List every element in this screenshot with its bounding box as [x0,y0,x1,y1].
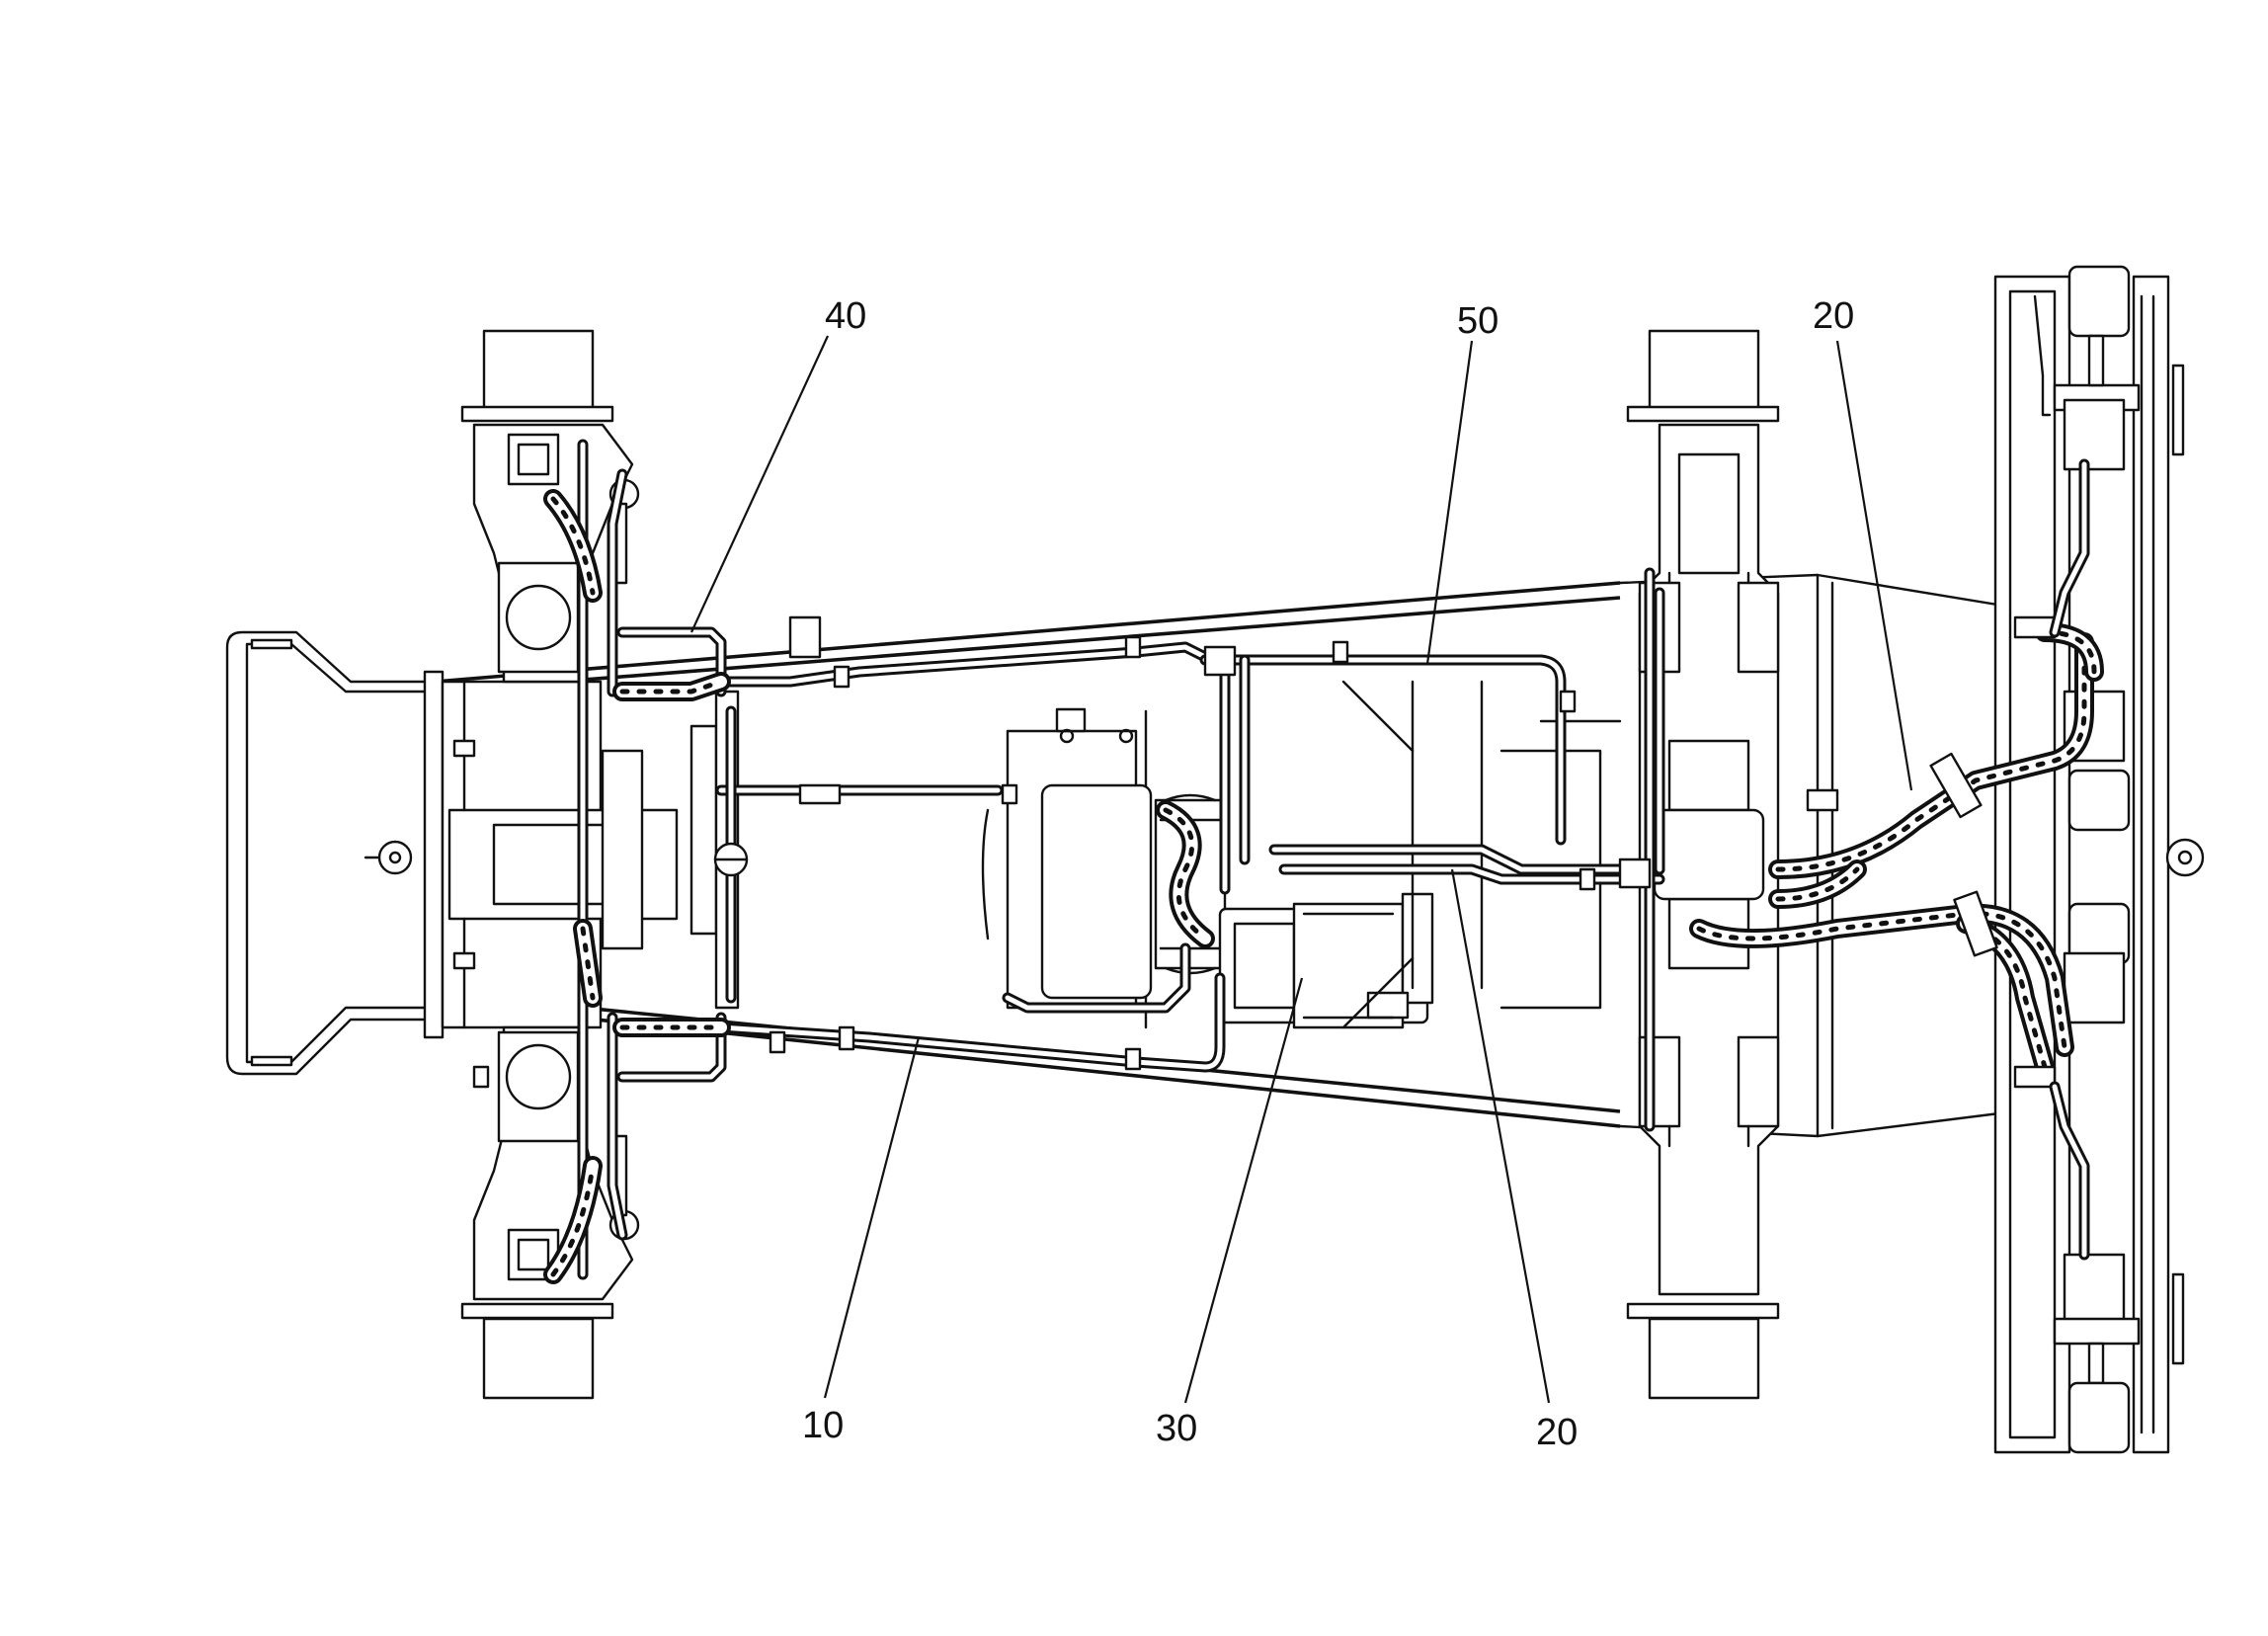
front-wheel-top [460,329,640,684]
front-axle [423,670,740,1039]
rear-axle [1638,423,1780,1296]
ref-label-20-bottom: 20 [1536,1412,1578,1453]
ref-label-10: 10 [802,1405,844,1446]
hose-collars [1806,615,2057,1089]
rear-blade [1993,265,2205,1454]
tow-bar [225,630,437,1076]
ref-label-40: 40 [825,295,866,337]
flexible-hoses [543,489,2104,1284]
tank [1341,680,1622,1029]
leader-lines [690,335,1913,1404]
hydraulic-pipes [577,439,1665,1280]
rear-wheel-top [1626,329,1780,423]
ref-label-30: 30 [1156,1408,1197,1449]
valve-block [1218,892,1434,1029]
pipe-fittings [713,615,1652,1071]
ref-label-50: 50 [1457,300,1498,342]
blade-cylinder-lines [2049,458,2090,1261]
ref-label-20-top: 20 [1813,295,1854,337]
rear-wheel-bottom [1626,1302,1780,1400]
